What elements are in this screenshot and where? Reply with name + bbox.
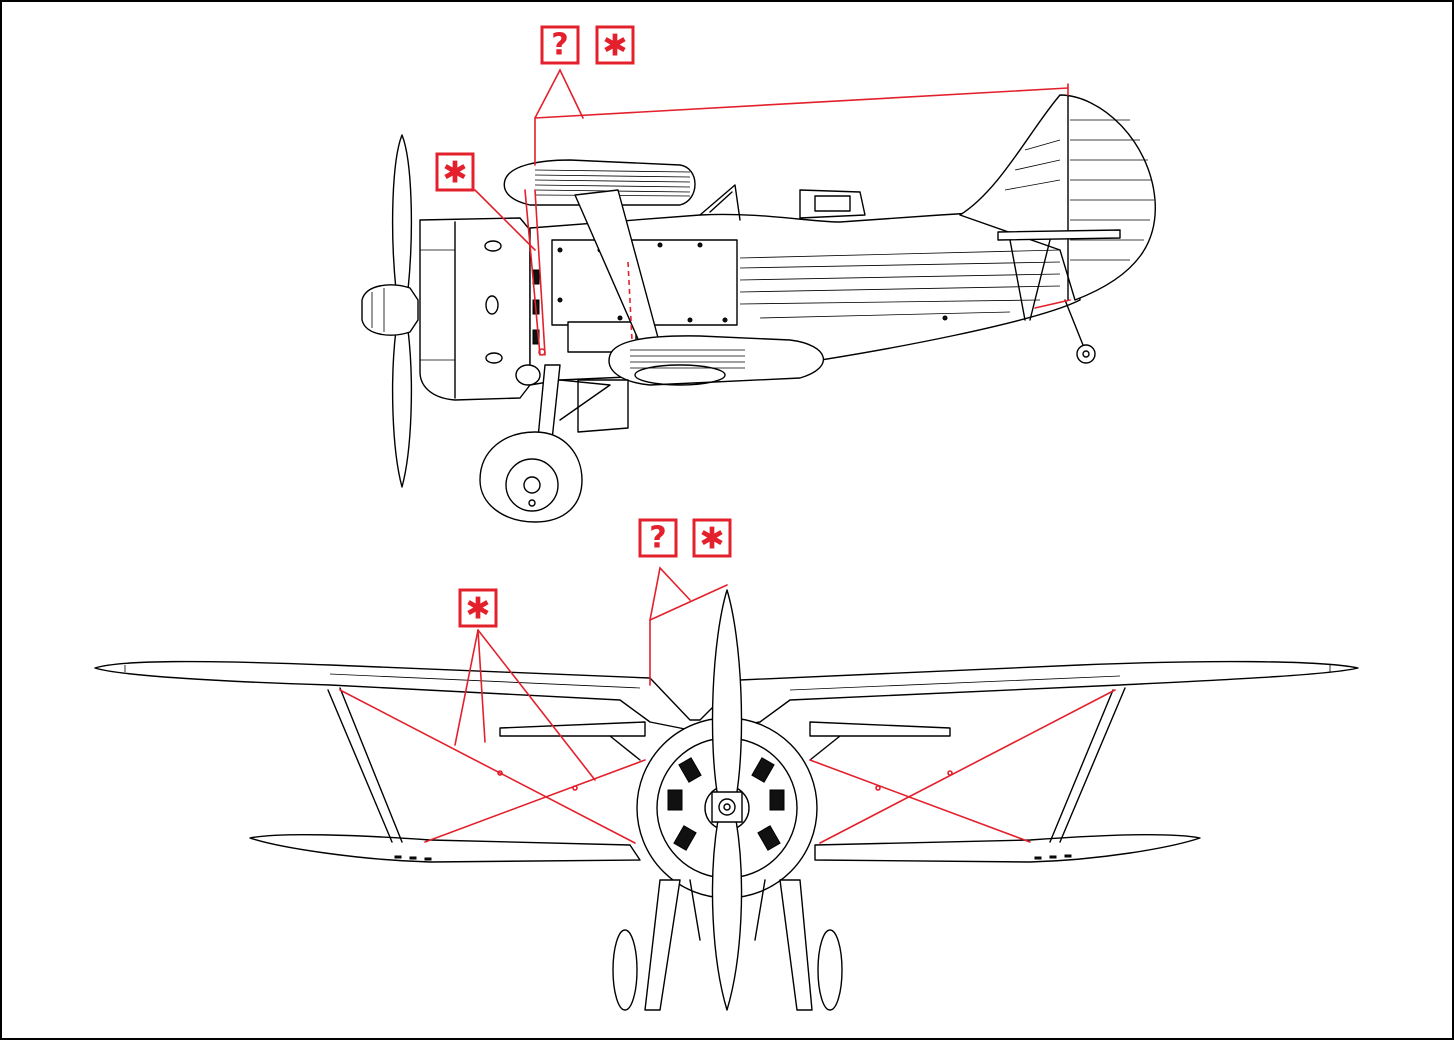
oil-cooler bbox=[577, 379, 629, 433]
asterisk-badge-side-top: ✱ bbox=[595, 25, 635, 65]
upper-wing-radiator-strip-right bbox=[809, 721, 951, 737]
lower-wing-side bbox=[608, 335, 825, 386]
upper-wing-radiator-strip bbox=[499, 721, 646, 737]
question-badge-front: ? bbox=[638, 518, 678, 558]
upper-wing-side bbox=[503, 159, 696, 206]
question-badge-side: ? bbox=[540, 25, 580, 65]
svg-text:✱: ✱ bbox=[442, 156, 467, 191]
lower-wing-front bbox=[249, 833, 1201, 863]
annotation-lines-front bbox=[339, 566, 1116, 844]
asterisk-badge-front-left: ✱ bbox=[458, 588, 498, 628]
asterisk-badge-front-top: ✱ bbox=[692, 518, 732, 558]
svg-text:✱: ✱ bbox=[465, 592, 490, 627]
annotation-lines-side bbox=[474, 68, 1071, 356]
svg-text:?: ? bbox=[649, 521, 666, 556]
svg-text:✱: ✱ bbox=[699, 522, 724, 557]
propeller-side bbox=[361, 134, 419, 488]
interplane-struts bbox=[327, 687, 1126, 843]
propeller-front bbox=[711, 589, 743, 1011]
svg-text:✱: ✱ bbox=[602, 29, 627, 64]
main-landing-gear-side bbox=[479, 364, 611, 523]
side-view: ? ✱ ✱ bbox=[361, 25, 1157, 523]
front-view: ? ✱ ✱ bbox=[94, 518, 1359, 1011]
svg-text:?: ? bbox=[551, 28, 568, 63]
asterisk-badge-side-left: ✱ bbox=[435, 152, 475, 192]
main-landing-gear-front bbox=[612, 879, 843, 1011]
engine-cowling-side bbox=[419, 217, 531, 401]
tail-side bbox=[959, 94, 1157, 364]
